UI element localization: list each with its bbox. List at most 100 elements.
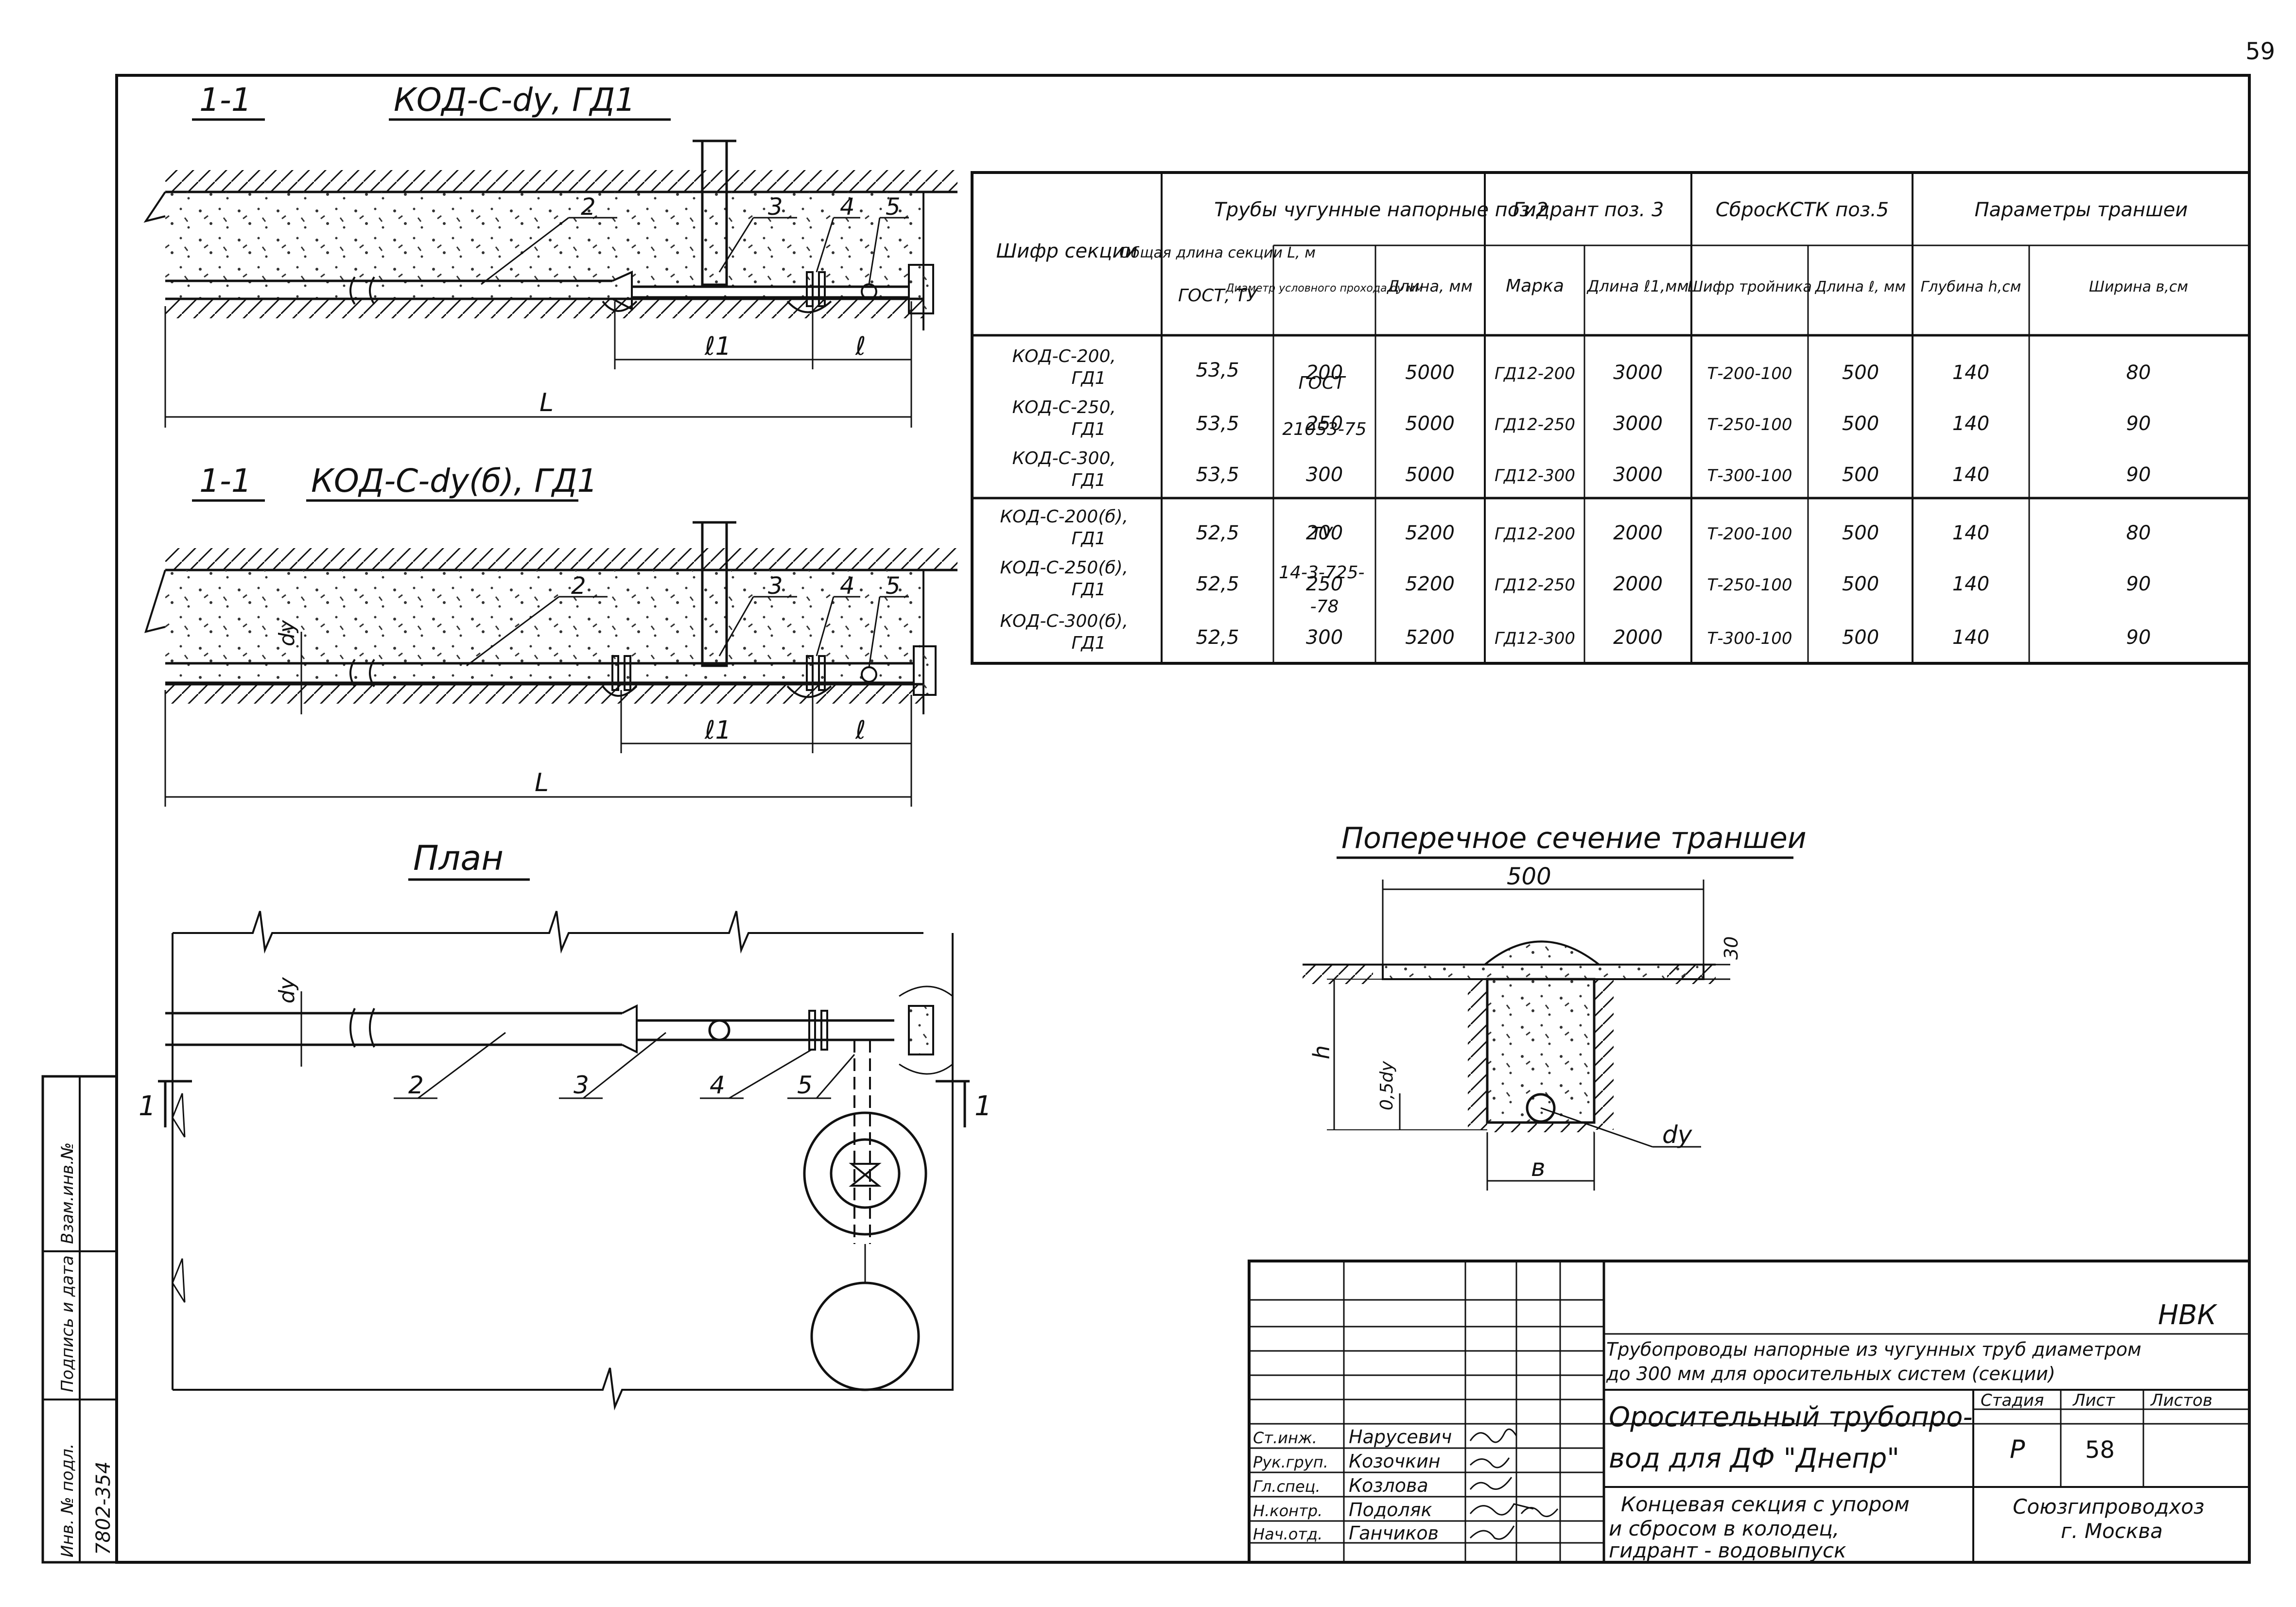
section-top-pos-4: 4	[840, 193, 855, 221]
row-l: 500	[1842, 626, 1879, 649]
row-brand: ГД12-200	[1495, 364, 1575, 383]
sheet-frame	[41, 74, 2251, 1564]
staff-name: Козлова	[1349, 1475, 1428, 1496]
project-code: НВК	[2158, 1299, 2218, 1331]
staff-name: Козочкин	[1349, 1451, 1441, 1472]
row-pipe-length: 5000	[1405, 362, 1455, 384]
table-row: КОД-С-250, ГД1 53,5 250 5000 ГД12-250 30…	[1012, 397, 2151, 439]
spec-table: Шифр секции Общая длина секции L, м Труб…	[971, 171, 2251, 665]
section-bottom-pos-5: 5	[886, 572, 901, 600]
row-length: 52,5	[1196, 522, 1239, 544]
row-l: 500	[1842, 522, 1879, 544]
row-h: 140	[1952, 626, 1989, 649]
row-code-line-1: КОД-С-300(б),	[1000, 611, 1128, 631]
stage-label: Стадия	[1981, 1391, 2044, 1410]
organization-line-1: Союзгипроводхоз	[2013, 1495, 2204, 1519]
row-h: 140	[1952, 464, 1989, 486]
staff-role: Н.контр.	[1253, 1502, 1322, 1520]
sheet-title-line-1: Оросительный трубопро-	[1609, 1401, 1973, 1433]
header-drain: СбросКСТК поз.5	[1716, 199, 1889, 221]
row-code-line-1: КОД-С-250,	[1012, 397, 1116, 417]
section-bottom-dim-l1: ℓ1	[704, 716, 731, 745]
section-top-dim-l1: ℓ1	[704, 332, 731, 361]
plan-pos-3: 3	[574, 1071, 589, 1099]
row-tee: Т-250-100	[1707, 575, 1792, 595]
section-bottom-pos-2: 2	[571, 572, 586, 600]
row-code: КОД-С-200(б), ГД1	[1000, 507, 1133, 549]
row-h: 140	[1952, 522, 1989, 544]
row-code-line-1: КОД-С-300,	[1012, 449, 1116, 468]
row-pipe-length: 5000	[1405, 413, 1455, 435]
row-code: КОД-С-200, ГД1	[1012, 346, 1122, 388]
row-length: 53,5	[1196, 359, 1239, 381]
row-code: КОД-С-300(б), ГД1	[1000, 611, 1133, 653]
header-pipes: Трубы чугунные напорные поз.2	[1214, 199, 1548, 221]
description-line-3: гидрант - водовыпуск	[1609, 1538, 1846, 1562]
row-l: 500	[1842, 573, 1879, 595]
section-top-title: КОД-С-dу, ГД1	[394, 81, 635, 119]
header-hydrant: Гидрант поз. 3	[1513, 199, 1664, 221]
project-title: Трубопроводы напорные из чугунных труб д…	[1606, 1339, 2147, 1384]
signature-scribbles	[1469, 1428, 1559, 1540]
row-dy: 200	[1306, 362, 1343, 384]
sheet-value: 58	[2085, 1436, 2115, 1464]
page-number: 59	[2245, 38, 2275, 65]
row-tee: Т-200-100	[1707, 524, 1792, 544]
row-length: 53,5	[1196, 413, 1239, 435]
row-b: 90	[2126, 626, 2151, 649]
section-top-dim-L: L	[539, 388, 554, 417]
plan-cut-right: 1	[974, 1090, 992, 1122]
trench-cover: 30	[1721, 936, 1742, 960]
row-length: 53,5	[1196, 464, 1239, 486]
stage-value: Р	[2010, 1435, 2025, 1464]
gost-cell: ГОСТ 21053-75	[1282, 373, 1366, 439]
row-pipe-length: 5200	[1405, 522, 1455, 544]
plan-dy: dу	[275, 977, 299, 1003]
plan-pos-2: 2	[408, 1071, 424, 1099]
tu-line-3: -78	[1310, 597, 1339, 617]
section-bottom-pos-3: 3	[768, 572, 783, 600]
trench-h: h	[1308, 1045, 1335, 1059]
sheets-label: Листов	[2150, 1391, 2212, 1410]
title-block: НВК Трубопроводы напорные из чугунных тр…	[1248, 1260, 2251, 1564]
description-line-1: Концевая секция с упором	[1621, 1492, 1910, 1516]
table-row: КОД-С-300, ГД1 53,5 300 5000 ГД12-300 30…	[1012, 449, 2151, 490]
header-depth: Глубина h,см	[1921, 278, 2021, 295]
row-l: 500	[1842, 362, 1879, 384]
row-tee: Т-300-100	[1707, 629, 1792, 648]
row-code: КОД-С-250(б), ГД1	[1000, 558, 1133, 600]
row-l1: 3000	[1613, 362, 1663, 384]
staff-name: Ганчиков	[1349, 1522, 1439, 1544]
row-brand: ГД12-250	[1495, 415, 1575, 434]
section-top: 1-1 КОД-С-dу, ГД1 2 3 4 5	[143, 81, 957, 428]
organization-line-2: г. Москва	[2061, 1519, 2163, 1543]
row-h: 140	[1952, 362, 1989, 384]
tu-line-2: 14-3-725-	[1279, 563, 1364, 583]
row-b: 80	[2126, 522, 2151, 544]
side-label-replace: Взам.инв.№	[58, 1142, 77, 1244]
row-code-line-1: КОД-С-200,	[1012, 346, 1116, 366]
trench-b: в	[1531, 1154, 1545, 1182]
gost-line-1: ГОСТ	[1299, 373, 1347, 393]
drawing-description: Концевая секция с упором и сбросом в кол…	[1609, 1492, 1916, 1562]
row-code-line-2: ГД1	[1071, 470, 1106, 490]
side-label-sign: Подпись и дата	[58, 1255, 77, 1392]
row-dy: 250	[1306, 413, 1343, 435]
side-stamp: Инв. № подл. Подпись и дата Взам.инв.№ 7…	[58, 1142, 115, 1557]
staff-role: Ст.инж.	[1253, 1429, 1317, 1447]
header-total-length: Общая длина секции L, м	[1119, 244, 1316, 261]
section-top-pos-3: 3	[768, 193, 783, 221]
table-row: КОД-С-200(б), ГД1 52,5 200 5200 ГД12-200…	[1000, 507, 2151, 549]
trench-width: 500	[1507, 863, 1551, 890]
table-row: КОД-С-300(б), ГД1 52,5 300 5200 ГД12-300…	[1000, 611, 2151, 653]
header-brand: Марка	[1506, 276, 1564, 296]
plan-pos-4: 4	[710, 1071, 725, 1099]
row-b: 90	[2126, 573, 2151, 595]
row-dy: 300	[1306, 464, 1343, 486]
row-l1: 2000	[1613, 522, 1663, 544]
row-h: 140	[1952, 573, 1989, 595]
row-length: 52,5	[1196, 573, 1239, 595]
row-b: 90	[2126, 464, 2151, 486]
section-bottom-dim-L: L	[535, 768, 549, 797]
row-code-line-2: ГД1	[1071, 580, 1106, 600]
